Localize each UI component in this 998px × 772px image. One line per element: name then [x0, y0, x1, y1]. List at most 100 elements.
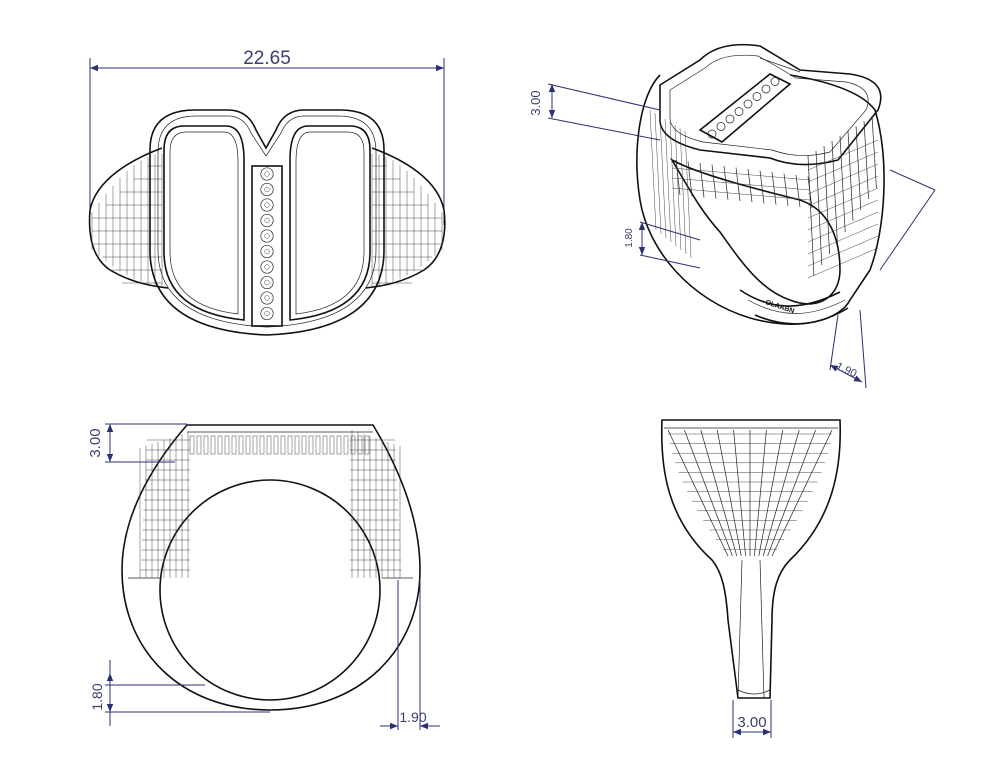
iso-face-height-dimension: 3.00 [528, 83, 661, 141]
mesh-line [807, 175, 879, 207]
mesh-cell [266, 435, 272, 455]
iso-gallery-mesh [649, 109, 879, 279]
mesh-line [831, 140, 838, 244]
mesh-line [684, 130, 692, 259]
iso-view: OLAABN 3.00 1.80 1.90 [528, 43, 936, 389]
mesh-line [659, 115, 667, 239]
mesh-line [771, 171, 777, 205]
mesh-line [807, 247, 879, 279]
iso-inner-opening [669, 157, 841, 305]
mesh-line [783, 173, 789, 206]
mesh-cell [343, 435, 349, 455]
mesh-line [807, 155, 815, 277]
mesh-line [747, 168, 753, 203]
top-view: 22.65 [88, 48, 446, 336]
pave-stone [260, 198, 274, 212]
mesh-line [759, 170, 765, 204]
iso-pave-stone [734, 107, 744, 116]
mesh-line [671, 187, 811, 201]
mesh-cell [273, 435, 279, 455]
iso-outer-body [636, 74, 885, 325]
mesh-line [807, 139, 879, 171]
pave-stone [260, 244, 274, 259]
mesh-cell [189, 435, 195, 455]
mesh-cell [196, 435, 202, 455]
mesh-line [807, 187, 879, 219]
side-shank-width-dimension: 3.00 [732, 700, 772, 738]
front-face-height-dimension: 3.00 [87, 423, 187, 463]
pave-stone-culet [264, 202, 270, 208]
pave-stone-culet [264, 186, 270, 193]
mesh-line [716, 429, 742, 557]
pave-stone [260, 291, 274, 305]
mesh-cell [252, 435, 258, 455]
mesh-line [839, 135, 846, 233]
mesh-line [654, 112, 662, 235]
iso-shank-height-dimension: 1.80 [624, 221, 701, 269]
mesh-cell [210, 435, 216, 455]
mesh-cell [336, 435, 342, 455]
mesh-line [671, 177, 811, 191]
mesh-line [649, 109, 657, 231]
mesh-line [807, 151, 879, 183]
svg-text:3.00: 3.00 [528, 90, 543, 115]
mesh-cell [294, 435, 300, 455]
iso-shank-width-dimension: 1.90 [829, 309, 867, 389]
iso-hallmark: OLAABN [764, 299, 795, 315]
mesh-cell [224, 435, 230, 455]
pave-stone-culet [264, 310, 270, 317]
mesh-cell [308, 435, 314, 455]
pave-stone [260, 306, 274, 321]
svg-text:3.00: 3.00 [737, 714, 766, 731]
pave-stone [260, 260, 274, 274]
front-finger-hole [159, 479, 381, 701]
mesh-cell [245, 435, 251, 455]
mesh-line [700, 429, 738, 557]
mesh-cell [329, 435, 335, 455]
mesh-line [807, 199, 879, 231]
pave-stone-culet [264, 233, 270, 239]
pave-stone-culet [264, 295, 270, 301]
mesh-cell [231, 435, 237, 455]
pave-stone [260, 167, 274, 181]
iso-pave-stone [725, 114, 735, 124]
mesh-line [735, 167, 741, 202]
iso-pave-stone [743, 99, 753, 109]
iso-top-face [659, 43, 882, 166]
svg-text:1.90: 1.90 [399, 709, 426, 725]
pave-stone-culet [264, 264, 270, 270]
iso-pave-stone [707, 129, 717, 139]
pave-stone-culet [264, 217, 270, 224]
iso-pave-stone [716, 122, 726, 131]
mesh-line [733, 429, 746, 557]
mesh-cell [238, 435, 244, 455]
mesh-line [771, 429, 833, 557]
iso-pave-stone [752, 92, 762, 101]
pave-stone [260, 229, 274, 243]
mesh-cell [350, 435, 356, 455]
front-gallery-mesh [139, 430, 402, 578]
pave-stone [260, 213, 274, 228]
pave-stone [260, 275, 274, 290]
left-face-plate [163, 125, 245, 321]
side-outer-profile [660, 419, 842, 699]
front-shank-height-dimension: 1.80 [89, 660, 270, 726]
front-view: 3.00 1.80 1.90 [87, 423, 440, 730]
top-width-dimension: 22.65 [89, 48, 445, 225]
iso-pave-channel [698, 73, 792, 143]
mesh-line [815, 150, 823, 266]
mesh-cell [203, 435, 209, 455]
mesh-line [855, 125, 862, 211]
pave-stones [260, 167, 274, 321]
mesh-line [671, 167, 811, 181]
mesh-cell [364, 435, 370, 455]
side-view: 3.00 [660, 419, 842, 738]
mesh-line [795, 174, 801, 208]
iso-pave-stone [770, 77, 780, 86]
pave-channel [251, 165, 283, 327]
mesh-line [667, 429, 729, 557]
mesh-line [807, 211, 879, 243]
front-shank-width-dimension: 1.90 [380, 580, 440, 730]
mesh-line [664, 118, 672, 243]
